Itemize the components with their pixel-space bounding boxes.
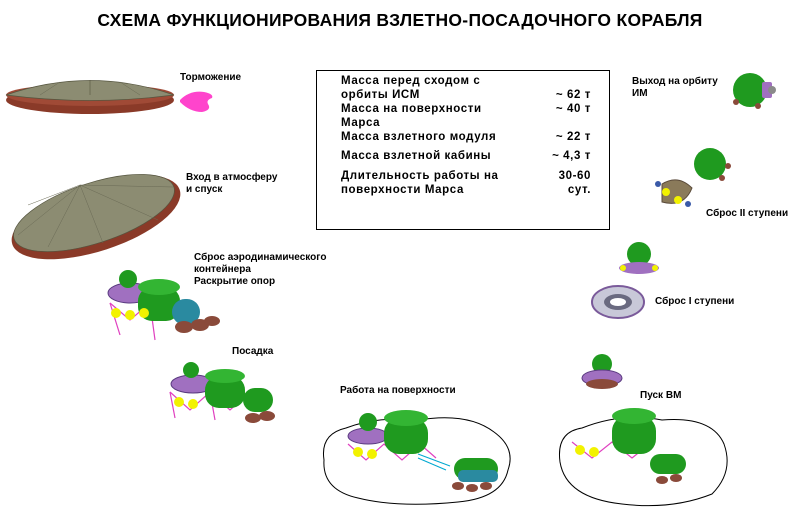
stage-aeroshell-jettison-label: Сброс аэродинамического контейнера Раскр… [194, 252, 327, 287]
aeroshell-entry-image [11, 174, 181, 260]
stage-surface-ops-label: Работа на поверхности [340, 385, 456, 396]
spec-value: ~ 40 т [555, 103, 591, 115]
spec-row: Масса перед сходом с орбиты ИСМ ~ 62 т [341, 74, 595, 102]
spec-value: ~ 62 т [555, 89, 591, 101]
launch-site-image [558, 408, 728, 507]
spec-row: Масса взлетного модуля ~ 22 т [341, 130, 595, 144]
specs-panel: Масса перед сходом с орбиты ИСМ ~ 62 т М… [316, 70, 610, 230]
spec-label: Масса на поверхности Марса [341, 103, 482, 129]
stage-1-ring-image [591, 285, 645, 319]
spec-label: Масса взлетной кабины [341, 150, 492, 162]
spec-label: Масса взлетного модуля [341, 131, 497, 143]
stage-landing-label: Посадка [232, 346, 274, 357]
page-title: СХЕМА ФУНКЦИОНИРОВАНИЯ ВЗЛЕТНО-ПОСАДОЧНО… [97, 10, 703, 30]
stage-1-ascent-vehicle-image [619, 242, 659, 274]
spec-label: Масса перед сходом с орбиты ИСМ [341, 75, 481, 101]
spec-value: ~ 4,3 т [552, 150, 591, 162]
stage-1-jettison-label: Сброс I ступени [655, 296, 735, 307]
stage-2-jettison-label: Сброс II ступени [706, 208, 789, 219]
stage-orbit-insertion-label: Выход на орбиту ИМ [632, 76, 718, 99]
stage-entry-label: Вход в атмосферу и спуск [186, 172, 278, 195]
lander-landing-image [169, 362, 275, 423]
braking-plume-image [180, 91, 213, 112]
spec-label: Длительность работы на поверхности Марса [341, 170, 499, 196]
stage-braking-label: Торможение [180, 72, 242, 83]
spec-row: Масса взлетной кабины ~ 4,3 т [341, 149, 595, 163]
orbit-capsule-image [733, 73, 776, 109]
lander-jettison-image [107, 270, 220, 341]
spec-row: Масса на поверхности Марса ~ 40 т [341, 102, 595, 130]
spec-value: ~ 22 т [555, 131, 591, 143]
stage-2-jettison-image [655, 148, 731, 207]
ascent-vehicle-launch-image [581, 354, 623, 389]
spec-row: Длительность работы на поверхности Марса… [341, 169, 595, 197]
surface-ops-image [322, 410, 511, 505]
stage-launch-label: Пуск ВМ [640, 390, 682, 401]
spec-value: 30-60 сут. [558, 170, 591, 196]
aeroshell-braking-image [5, 80, 175, 114]
